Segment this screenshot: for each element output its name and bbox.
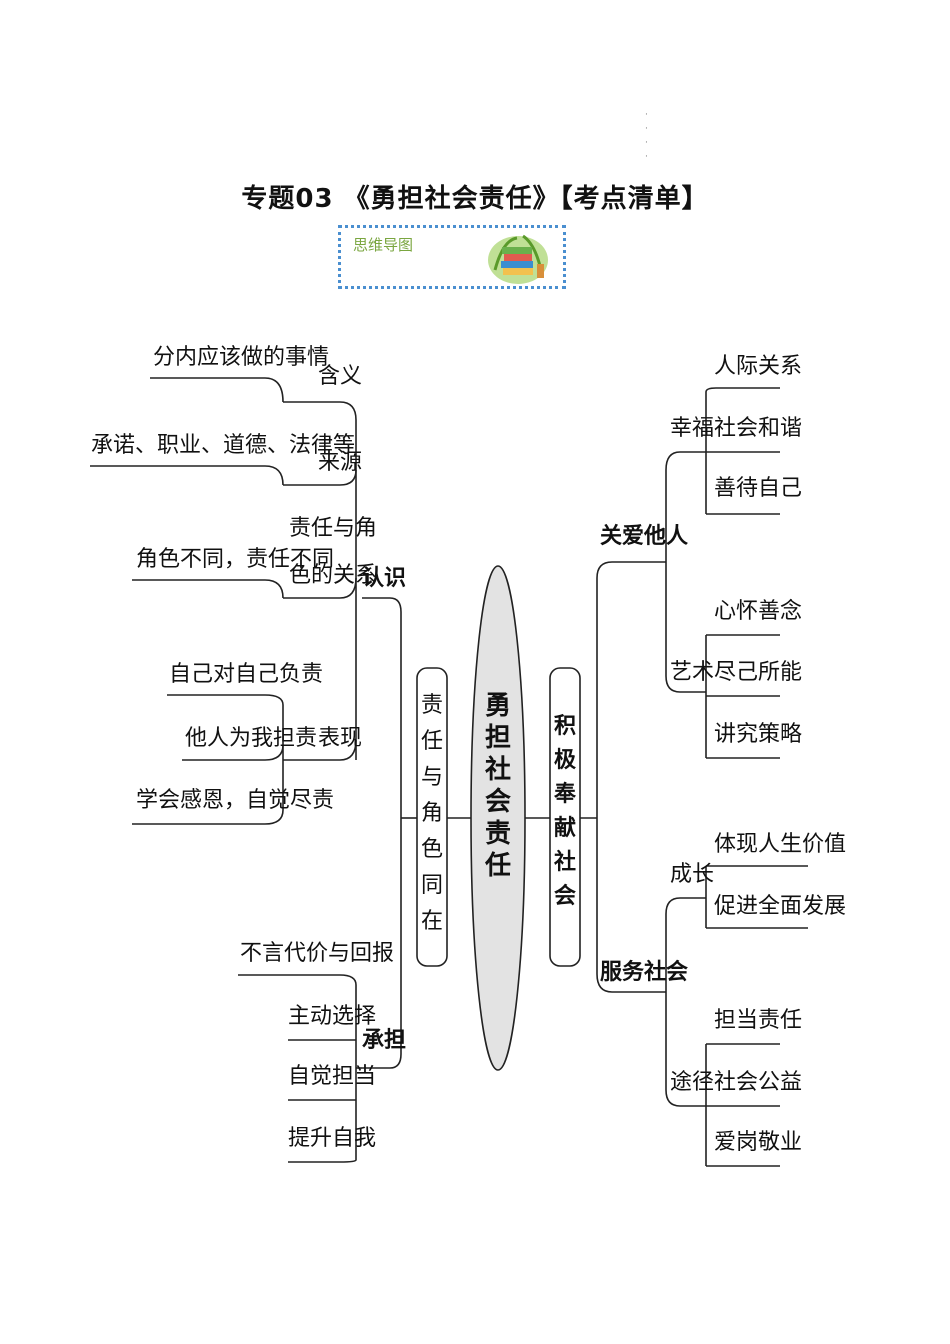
fuwu-node: 服务社会 (600, 960, 689, 985)
chengzhang-leaf-1: 体现人生价值 (714, 832, 847, 857)
guanai-node: 关爱他人 (600, 524, 689, 549)
tujing-leaf-3: 爱岗敬业 (714, 1130, 803, 1155)
xingfu-leaf-1: 人际关系 (714, 354, 803, 379)
dotted-marker: ···· (645, 110, 648, 162)
guanxi-node-line2: 色的关系 (289, 563, 378, 588)
hanyi-leaf: 分内应该做的事情 (153, 345, 330, 370)
center-topic: 勇担社会责任 (484, 691, 511, 881)
right-main-box (549, 667, 581, 967)
books-plant-icon (488, 234, 548, 284)
biaoxian-leaf-1: 自己对自己负责 (169, 662, 324, 687)
laiyuan-leaf: 承诺、职业、道德、法律等 (91, 433, 356, 458)
chengdan-leaf-2: 主动选择 (288, 1004, 377, 1029)
tujing-leaf-1: 担当责任 (714, 1008, 803, 1033)
mindmap-badge: 思维导图 (338, 225, 566, 289)
chengdan-leaf-4: 提升自我 (288, 1126, 377, 1151)
yishu-leaf-2: 尽己所能 (714, 660, 803, 685)
hanyi-node: 含义 (318, 364, 363, 389)
xingfu-node: 幸福 (670, 416, 715, 441)
tujing-leaf-2: 社会公益 (714, 1070, 803, 1095)
guanxi-leaf: 角色不同，责任不同 (136, 547, 335, 572)
left-main-box (416, 667, 448, 967)
biaoxian-node: 表现 (318, 726, 363, 751)
laiyuan-node: 来源 (318, 450, 363, 475)
renshi-node: 认识 (362, 566, 407, 591)
yishu-leaf-3: 讲究策略 (714, 722, 803, 747)
left-main-label: 责任与角色同在 (420, 693, 443, 934)
xingfu-leaf-2: 社会和谐 (714, 416, 803, 441)
page-title: 专题03 《勇担社会责任》【考点清单】 (241, 184, 709, 214)
biaoxian-leaf-2: 他人为我担责 (185, 726, 318, 751)
right-main-label: 积极奉献社会 (553, 714, 576, 909)
mindmap-badge-label: 思维导图 (353, 236, 414, 254)
biaoxian-leaf-3: 学会感恩，自觉尽责 (136, 788, 335, 813)
guanxi-node-line1: 责任与角 (289, 516, 378, 541)
yishu-leaf-1: 心怀善念 (714, 599, 803, 624)
chengdan-node: 承担 (362, 1028, 407, 1053)
tujing-node: 途径 (670, 1070, 715, 1095)
chengdan-leaf-1: 不言代价与回报 (240, 941, 395, 966)
xingfu-leaf-3: 善待自己 (714, 476, 803, 501)
yishu-node: 艺术 (670, 660, 715, 685)
chengzhang-node: 成长 (670, 862, 715, 887)
chengdan-leaf-3: 自觉担当 (288, 1064, 377, 1089)
chengzhang-leaf-2: 促进全面发展 (714, 894, 847, 919)
